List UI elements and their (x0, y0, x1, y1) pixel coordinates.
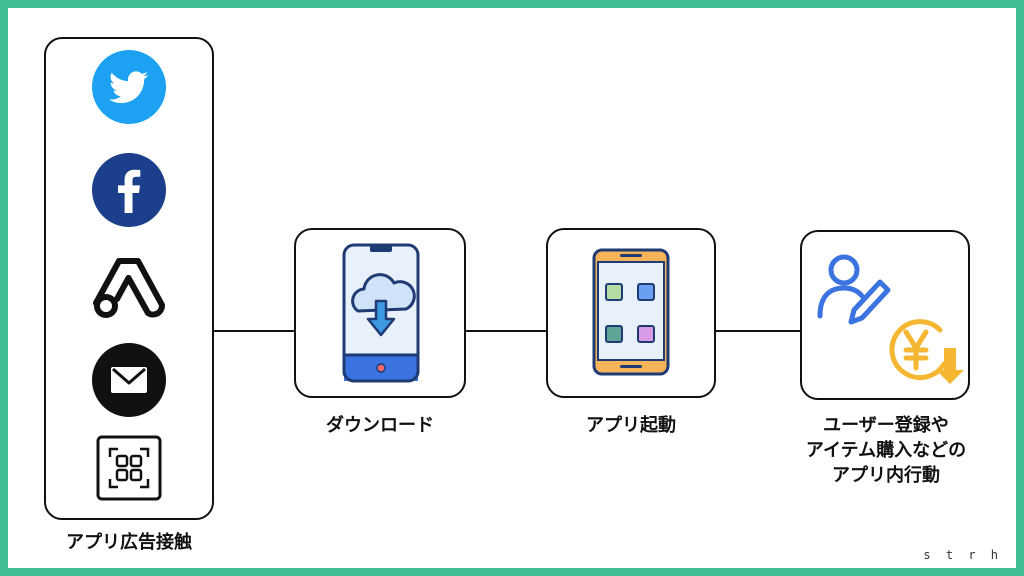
step-label-launch: アプリ起動 (586, 415, 676, 436)
step-label-ad-contact: アプリ広告接触 (66, 532, 192, 553)
mail-icon (92, 343, 166, 417)
phone-apps-icon (592, 248, 670, 376)
brand-watermark: s t r h (923, 548, 1002, 562)
step-label-line: アイテム購入などの (805, 440, 967, 461)
connector-line (466, 330, 546, 332)
user-edit-icon (817, 254, 891, 325)
qr-code-icon (96, 435, 162, 501)
step-label-download: ダウンロード (326, 415, 434, 436)
step-label-line: ユーザー登録や (823, 415, 949, 436)
connector-line (214, 330, 294, 332)
connector-line (716, 330, 800, 332)
yen-decrease-icon (889, 319, 964, 384)
step-label-line: アプリ内行動 (832, 465, 940, 486)
google-ads-icon (93, 258, 165, 318)
step-label-in-app: ユーザー登録や アイテム購入などの アプリ内行動 (780, 413, 992, 488)
twitter-icon (92, 50, 166, 124)
phone-download-icon (342, 243, 420, 383)
facebook-icon (92, 153, 166, 227)
